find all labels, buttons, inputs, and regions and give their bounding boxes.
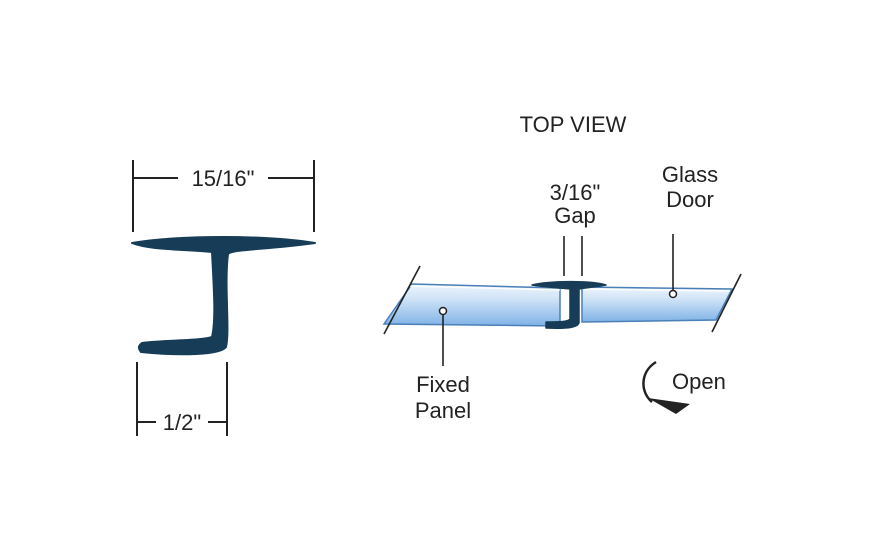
fixed-panel-glass xyxy=(382,283,561,327)
curved-arrow-icon xyxy=(642,360,690,414)
gap-callout: 3/16" Gap xyxy=(550,180,601,276)
leg-dimension-label: 1/2" xyxy=(163,410,201,435)
leg-dimension: 1/2" xyxy=(136,362,228,436)
gap-label-line1: 3/16" xyxy=(550,180,601,205)
glass-door-label-line1: Glass xyxy=(662,162,718,187)
fixed-panel-label-line1: Fixed xyxy=(416,372,470,397)
gap-label-line2: Gap xyxy=(554,203,596,228)
top-view-title: TOP VIEW xyxy=(520,112,627,137)
glass-door-glass xyxy=(581,286,734,323)
profile-section xyxy=(131,236,316,356)
fixed-panel-label-line2: Panel xyxy=(415,398,471,423)
glass-door-label-line2: Door xyxy=(666,187,714,212)
fixed-panel-callout: Fixed Panel xyxy=(415,306,471,423)
glass-door-callout: Glass Door xyxy=(662,162,718,299)
t-channel-top-view xyxy=(531,280,607,329)
width-dimension-label: 15/16" xyxy=(192,166,255,191)
open-label: Open xyxy=(672,369,726,394)
door-break-line xyxy=(711,273,742,333)
width-dimension: 15/16" xyxy=(132,160,315,232)
t-profile-shape xyxy=(131,236,316,356)
panel-break-line xyxy=(383,265,421,335)
